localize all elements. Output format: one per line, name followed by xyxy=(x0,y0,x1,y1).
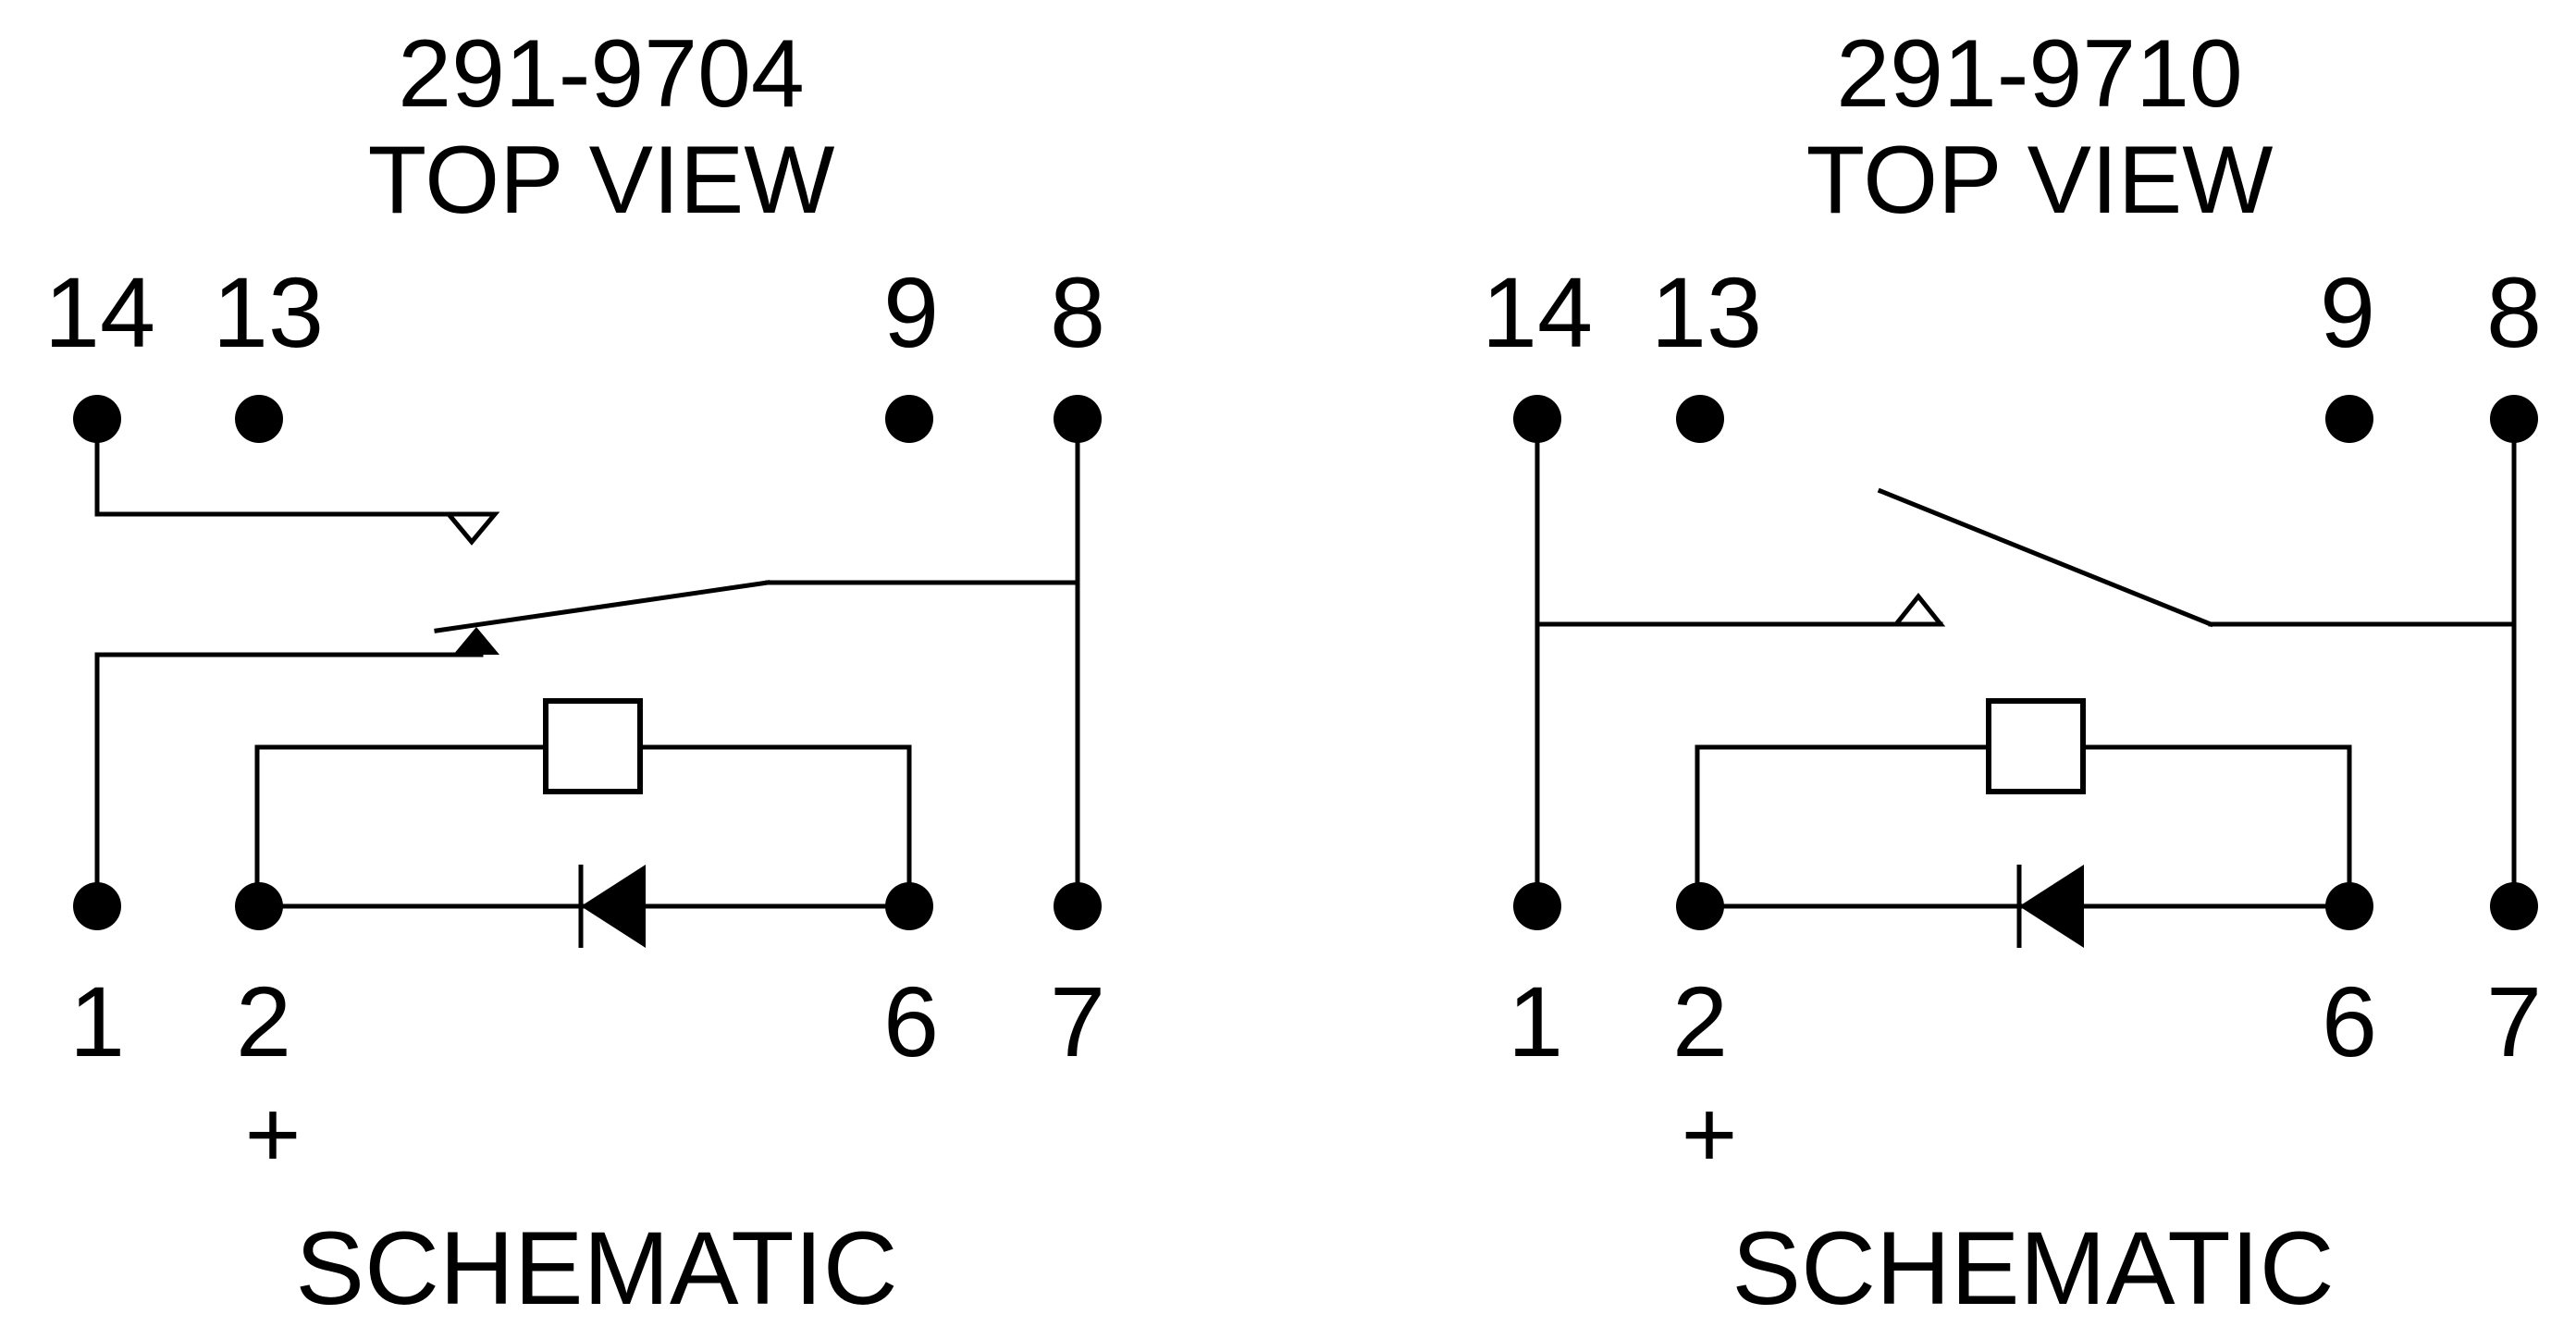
view-label: TOP VIEW xyxy=(368,127,835,234)
pin-label-9: 9 xyxy=(883,256,939,368)
pin-9-dot xyxy=(885,395,933,443)
coil-wire xyxy=(254,744,548,909)
no-contact-triangle xyxy=(1891,592,1946,627)
part-number: 291-9704 xyxy=(398,20,805,128)
polarity-label: + xyxy=(245,1081,302,1188)
pin-7-dot xyxy=(1054,882,1102,930)
pin-label-7: 7 xyxy=(1050,965,1105,1077)
pin-1-dot xyxy=(1513,882,1561,930)
pin-14-dot xyxy=(73,395,121,443)
switch-blade xyxy=(434,580,770,633)
pin-7-dot xyxy=(2490,882,2538,930)
pin-label-1: 1 xyxy=(1508,965,1563,1077)
pin-label-8: 8 xyxy=(2486,256,2542,368)
no-contact-triangle xyxy=(453,627,499,655)
coil-return-wire xyxy=(2080,744,2352,909)
diode-symbol xyxy=(2019,865,2084,948)
caption: SCHEMATIC xyxy=(295,1210,897,1326)
pin-label-2: 2 xyxy=(1672,965,1728,1077)
pin-2-dot xyxy=(1676,882,1724,930)
pin-2-dot xyxy=(235,882,283,930)
no-contact-wire xyxy=(94,652,484,909)
coil-box xyxy=(543,698,643,794)
pin-8-dot xyxy=(2490,395,2538,443)
coil-wire xyxy=(1695,744,1991,909)
pin-label-1: 1 xyxy=(69,965,125,1077)
pin-14-dot xyxy=(1513,395,1561,443)
coil-box xyxy=(1986,698,2086,794)
nc-contact-triangle xyxy=(443,511,500,546)
panel-291-9704: 291-9704 TOP VIEW 14 13 9 8 1 2 6 7 + xyxy=(44,20,1105,1326)
pin-label-6: 6 xyxy=(2322,965,2377,1077)
part-number: 291-9710 xyxy=(1836,20,2243,128)
pin-label-2: 2 xyxy=(236,965,291,1077)
pin-label-9: 9 xyxy=(2320,256,2375,368)
pin-label-7: 7 xyxy=(2486,965,2542,1077)
pin-label-14: 14 xyxy=(1482,256,1593,368)
pin-13-dot xyxy=(1676,395,1724,443)
caption: SCHEMATIC xyxy=(1732,1210,2334,1326)
nc-contact-wire xyxy=(94,416,465,517)
pin-label-13: 13 xyxy=(1651,256,1762,368)
pin-9-dot xyxy=(2325,395,2373,443)
pin-label-14: 14 xyxy=(44,256,155,368)
pin-label-13: 13 xyxy=(213,256,324,368)
view-label: TOP VIEW xyxy=(1806,127,2274,234)
pin-label-6: 6 xyxy=(883,965,939,1077)
pin-label-8: 8 xyxy=(1050,256,1105,368)
pin-13-dot xyxy=(235,395,283,443)
pin-6-dot xyxy=(885,882,933,930)
pin-1-dot xyxy=(73,882,121,930)
pin-8-dot xyxy=(1054,395,1102,443)
diode-symbol xyxy=(581,865,646,948)
coil-return-wire xyxy=(637,744,912,909)
polarity-label: + xyxy=(1682,1081,1738,1188)
pin-6-dot xyxy=(2325,882,2373,930)
switch-blade xyxy=(1877,487,2214,628)
panel-291-9710: 291-9710 TOP VIEW 14 13 9 8 1 2 6 7 + SC… xyxy=(1482,20,2542,1326)
